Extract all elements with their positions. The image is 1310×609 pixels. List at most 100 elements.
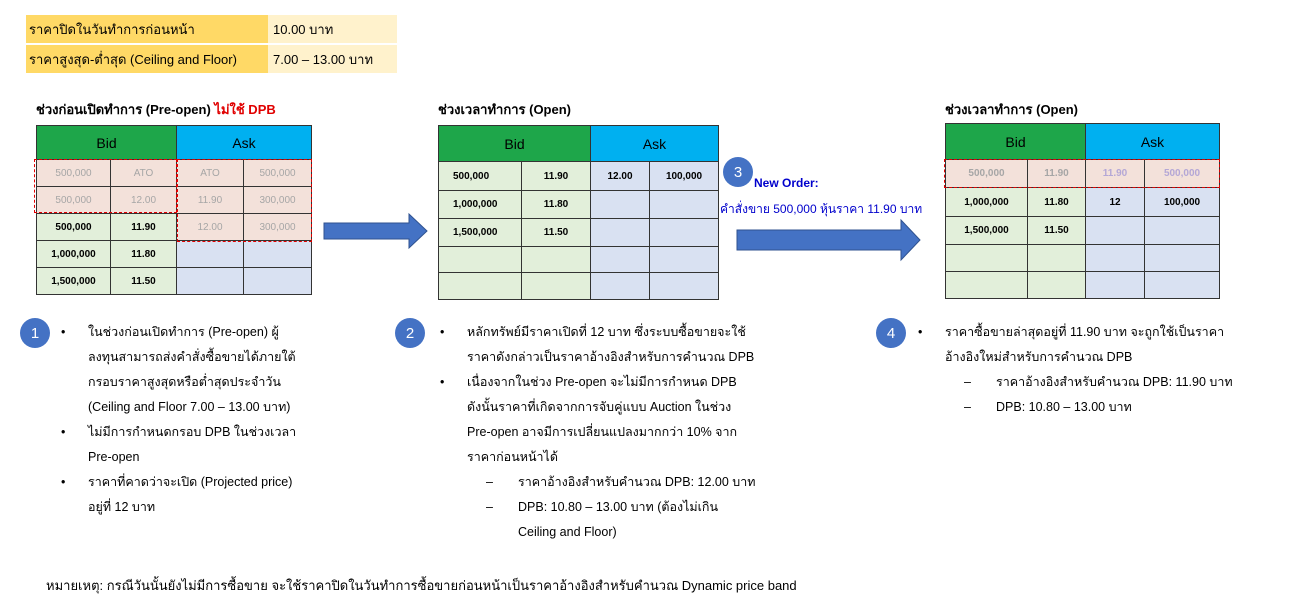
cell xyxy=(1085,216,1146,245)
ceiling-floor-value: 7.00 – 13.00 บาท xyxy=(268,45,397,73)
cell: 12.00 xyxy=(109,186,178,214)
cell xyxy=(590,218,651,247)
cell xyxy=(590,190,651,219)
panel2-title: ช่วงเวลาทำการ (Open) xyxy=(438,102,571,117)
note-line: Pre-open xyxy=(88,450,140,464)
step-3-badge: 3 xyxy=(723,157,753,187)
cell: 12.00 xyxy=(590,161,651,191)
cell: 11.90 xyxy=(1026,159,1087,188)
note-line: ไม่มีการกำหนดกรอบ DPB ในช่วงเวลา xyxy=(88,425,297,439)
panel3-ask-header: Ask xyxy=(1085,123,1221,160)
ceiling-floor-label: ราคาสูงสุด-ต่ำสุด (Ceiling and Floor) xyxy=(26,45,268,73)
cell: 100,000 xyxy=(1144,187,1221,217)
cell: 1,000,000 xyxy=(945,187,1028,217)
cell xyxy=(945,244,1028,272)
cell xyxy=(590,246,651,273)
step-1-notes: ในช่วงก่อนเปิดทำการ (Pre-open) ผู้ ลงทุน… xyxy=(61,320,358,520)
note-line: (Ceiling and Floor 7.00 – 13.00 บาท) xyxy=(88,400,291,414)
cell: 11.50 xyxy=(520,218,592,247)
step-2-badge: 2 xyxy=(395,318,425,348)
prev-close-row: ราคาปิดในวันทำการก่อนหน้า 10.00 บาท xyxy=(26,15,397,43)
cell: 500,000 xyxy=(438,161,522,191)
list-item: ราคาซื้อขายล่าสุดอยู่ที่ 11.90 บาท จะถูก… xyxy=(918,320,1285,370)
note-line: หลักทรัพย์มีราคาเปิดที่ 12 บาท ซึ่งระบบซ… xyxy=(467,325,746,339)
note-line: ราคาอ้างอิงสำหรับคำนวณ DPB: 11.90 บาท xyxy=(996,375,1233,389)
panel1-bid-header: Bid xyxy=(35,125,178,160)
cell xyxy=(176,240,245,268)
cell xyxy=(438,246,522,273)
cell xyxy=(1144,216,1221,245)
cell: 11.80 xyxy=(1026,187,1087,217)
cell xyxy=(945,271,1028,299)
cell: 300,000 xyxy=(243,186,313,214)
new-order-desc: คำสั่งขาย 500,000 หุ้นราคา 11.90 บาท xyxy=(720,202,923,216)
prev-close-label: ราคาปิดในวันทำการก่อนหน้า xyxy=(26,15,268,43)
panel2-bid-header: Bid xyxy=(437,125,592,162)
panel2-ask-header: Ask xyxy=(590,125,720,162)
cell: 11.90 xyxy=(176,186,245,214)
note-line: Ceiling and Floor) xyxy=(518,525,617,539)
cell: 500,000 xyxy=(36,159,111,187)
step-4-badge: 4 xyxy=(876,318,906,348)
cell xyxy=(438,272,522,300)
panel1-title-red: ไม่ใช้ DPB xyxy=(214,102,276,117)
cell xyxy=(1026,244,1087,272)
cell: 11.90 xyxy=(520,161,592,191)
cell: 11.90 xyxy=(109,213,178,241)
cell xyxy=(1144,271,1221,299)
cell: ATO xyxy=(176,159,245,187)
note-line: Pre-open อาจมีการเปลี่ยนแปลงมากกว่า 10% … xyxy=(467,425,738,439)
note-line: ราคาที่คาดว่าจะเปิด (Projected price) xyxy=(88,475,293,489)
arrow-right-icon xyxy=(323,212,428,250)
panel1-order-book: Bid Ask 500,000 ATO ATO 500,000 500,000 … xyxy=(35,125,313,295)
cell xyxy=(649,190,720,219)
cell: 12 xyxy=(1085,187,1146,217)
note-line: ราคาซื้อขายล่าสุดอยู่ที่ 11.90 บาท จะถูก… xyxy=(945,325,1225,339)
note-line: ในช่วงก่อนเปิดทำการ (Pre-open) ผู้ xyxy=(88,325,279,339)
note-line: ราคาก่อนหน้าได้ xyxy=(467,450,558,464)
cell xyxy=(649,218,720,247)
list-item: ราคาอ้างอิงสำหรับคำนวณ DPB: 12.00 บาท xyxy=(486,470,797,495)
panel2-order-book: Bid Ask 500,000 11.90 12.00 100,000 1,00… xyxy=(437,125,720,300)
note-line: ราคาดังกล่าวเป็นราคาอ้างอิงสำหรับการคำนว… xyxy=(467,350,755,364)
panel3-bid-header: Bid xyxy=(944,123,1087,160)
cell: 12.00 xyxy=(176,213,245,241)
cell xyxy=(1144,244,1221,272)
cell xyxy=(590,272,651,300)
cell: 11.80 xyxy=(520,190,592,219)
cell xyxy=(1026,271,1087,299)
note-line: ลงทุนสามารถส่งคำสั่งซื้อขายได้ภายใต้ xyxy=(88,350,296,364)
list-item: ราคาอ้างอิงสำหรับคำนวณ DPB: 11.90 บาท xyxy=(964,370,1285,395)
footnote: หมายเหตุ: กรณีวันนั้นยังไม่มีการซื้อขาย … xyxy=(46,578,797,593)
cell: 11.50 xyxy=(109,267,178,295)
cell: 11.90 xyxy=(1085,159,1146,188)
panel1-ask-header: Ask xyxy=(176,125,313,160)
cell xyxy=(1085,271,1146,299)
cell xyxy=(649,272,720,300)
cell xyxy=(649,246,720,273)
list-item: ไม่มีการกำหนดกรอบ DPB ในช่วงเวลา Pre-ope… xyxy=(61,420,358,470)
cell xyxy=(176,267,245,295)
panel3-order-book: Bid Ask 500,000 11.90 11.90 500,000 1,00… xyxy=(944,123,1221,299)
list-item: เนื่องจากในช่วง Pre-open จะไม่มีการกำหนด… xyxy=(440,370,797,470)
cell xyxy=(243,240,313,268)
list-item: ในช่วงก่อนเปิดทำการ (Pre-open) ผู้ ลงทุน… xyxy=(61,320,358,420)
list-item: DPB: 10.80 – 13.00 บาท xyxy=(964,395,1285,420)
note-line: DPB: 10.80 – 13.00 บาท xyxy=(996,400,1132,414)
note-line: กรอบราคาสูงสุดหรือต่ำสุดประจำวัน xyxy=(88,375,281,389)
step-1-badge: 1 xyxy=(20,318,50,348)
cell: 11.50 xyxy=(1026,216,1087,245)
list-item: ราคาที่คาดว่าจะเปิด (Projected price) อย… xyxy=(61,470,358,520)
cell: 500,000 xyxy=(243,159,313,187)
cell xyxy=(520,272,592,300)
cell: 300,000 xyxy=(243,213,313,241)
cell: ATO xyxy=(109,159,178,187)
cell: 500,000 xyxy=(1144,159,1221,188)
new-order-title: New Order: xyxy=(754,176,819,190)
step-2-notes: หลักทรัพย์มีราคาเปิดที่ 12 บาท ซึ่งระบบซ… xyxy=(440,320,797,545)
arrow-right-icon xyxy=(736,218,921,262)
note-line: อยู่ที่ 12 บาท xyxy=(88,500,156,514)
cell: 500,000 xyxy=(36,213,111,241)
cell xyxy=(520,246,592,273)
step-4-notes: ราคาซื้อขายล่าสุดอยู่ที่ 11.90 บาท จะถูก… xyxy=(918,320,1285,420)
